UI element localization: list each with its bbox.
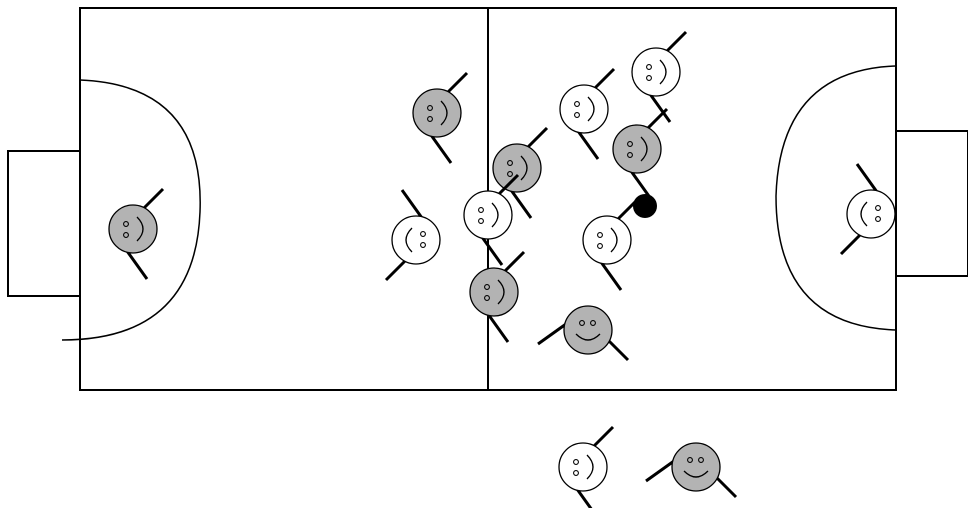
player-eye bbox=[627, 141, 633, 147]
player-eye bbox=[484, 295, 490, 301]
player-eye bbox=[627, 152, 633, 158]
player-white-outfield-5 bbox=[463, 173, 520, 266]
player-head bbox=[559, 84, 609, 134]
player-eye bbox=[507, 171, 513, 177]
player-grey-outfield-4 bbox=[492, 126, 549, 219]
right-penalty-arc bbox=[775, 65, 897, 331]
player-arm bbox=[599, 261, 623, 291]
player-mouth bbox=[659, 59, 667, 85]
player-arm bbox=[400, 189, 424, 219]
player-arm bbox=[855, 163, 879, 193]
player-arm bbox=[537, 322, 567, 346]
player-arm bbox=[576, 130, 600, 160]
player-mouth bbox=[683, 470, 709, 478]
player-head bbox=[469, 267, 519, 317]
player-eye bbox=[597, 243, 603, 249]
left-penalty-arc bbox=[61, 79, 201, 341]
players-layer bbox=[108, 30, 896, 508]
player-mouth bbox=[136, 216, 144, 242]
right-goal bbox=[896, 130, 968, 277]
player-head bbox=[391, 215, 441, 265]
player-eye bbox=[478, 207, 484, 213]
player-eye bbox=[478, 218, 484, 224]
player-grey-outfield-6 bbox=[469, 250, 526, 343]
player-head bbox=[582, 215, 632, 265]
player-head bbox=[558, 442, 608, 492]
player-head bbox=[563, 305, 613, 355]
player-head bbox=[412, 88, 462, 138]
player-mouth bbox=[640, 136, 648, 162]
player-white-outfield-8 bbox=[631, 30, 688, 123]
player-grey-outfield-9 bbox=[612, 107, 669, 200]
player-white-outfield-7 bbox=[559, 67, 616, 160]
player-grey-outfield-11 bbox=[537, 305, 630, 362]
player-eye bbox=[427, 116, 433, 122]
player-arm bbox=[125, 250, 149, 280]
player-arm bbox=[575, 488, 593, 508]
player-head bbox=[631, 47, 681, 97]
left-goal bbox=[7, 150, 80, 297]
player-eye bbox=[420, 242, 426, 248]
player-eye bbox=[573, 470, 579, 476]
player-mouth bbox=[491, 202, 499, 228]
ball bbox=[633, 194, 657, 218]
player-head bbox=[612, 124, 662, 174]
player-white-goalkeeper-12 bbox=[839, 163, 896, 256]
player-mouth bbox=[575, 333, 601, 341]
player-eye bbox=[484, 284, 490, 290]
player-eye bbox=[646, 75, 652, 81]
player-eye bbox=[698, 457, 704, 463]
player-arm bbox=[480, 236, 504, 266]
player-mouth bbox=[440, 100, 448, 126]
player-grey-substitute-14 bbox=[645, 442, 738, 499]
player-white-substitute-13 bbox=[558, 425, 615, 508]
player-arm bbox=[648, 93, 672, 123]
player-arm bbox=[486, 313, 510, 343]
player-mouth bbox=[860, 201, 868, 227]
player-eye bbox=[646, 64, 652, 70]
player-eye bbox=[574, 101, 580, 107]
player-eye bbox=[574, 112, 580, 118]
player-eye bbox=[875, 205, 881, 211]
player-mouth bbox=[610, 227, 618, 253]
player-arm bbox=[645, 459, 675, 483]
player-mouth bbox=[520, 155, 528, 181]
player-eye bbox=[579, 320, 585, 326]
player-arm bbox=[629, 170, 653, 200]
player-white-outfield-10 bbox=[582, 198, 639, 291]
player-mouth bbox=[497, 279, 505, 305]
player-eye bbox=[507, 160, 513, 166]
player-eye bbox=[875, 216, 881, 222]
player-eye bbox=[590, 320, 596, 326]
player-eye bbox=[123, 221, 129, 227]
player-eye bbox=[123, 232, 129, 238]
player-mouth bbox=[586, 454, 594, 480]
player-grey-outfield-2 bbox=[412, 71, 469, 164]
player-head bbox=[108, 204, 158, 254]
player-eye bbox=[597, 232, 603, 238]
player-white-outfield-3 bbox=[384, 189, 441, 282]
player-eye bbox=[427, 105, 433, 111]
player-mouth bbox=[587, 96, 595, 122]
player-eye bbox=[420, 231, 426, 237]
player-mouth bbox=[405, 227, 413, 253]
player-eye bbox=[687, 457, 693, 463]
player-head bbox=[463, 190, 513, 240]
player-arm bbox=[509, 189, 533, 219]
player-arm bbox=[429, 134, 453, 164]
player-head bbox=[846, 189, 896, 239]
player-eye bbox=[573, 459, 579, 465]
player-head bbox=[492, 143, 542, 193]
player-head bbox=[671, 442, 721, 492]
player-grey-goalkeeper-1 bbox=[108, 187, 165, 280]
